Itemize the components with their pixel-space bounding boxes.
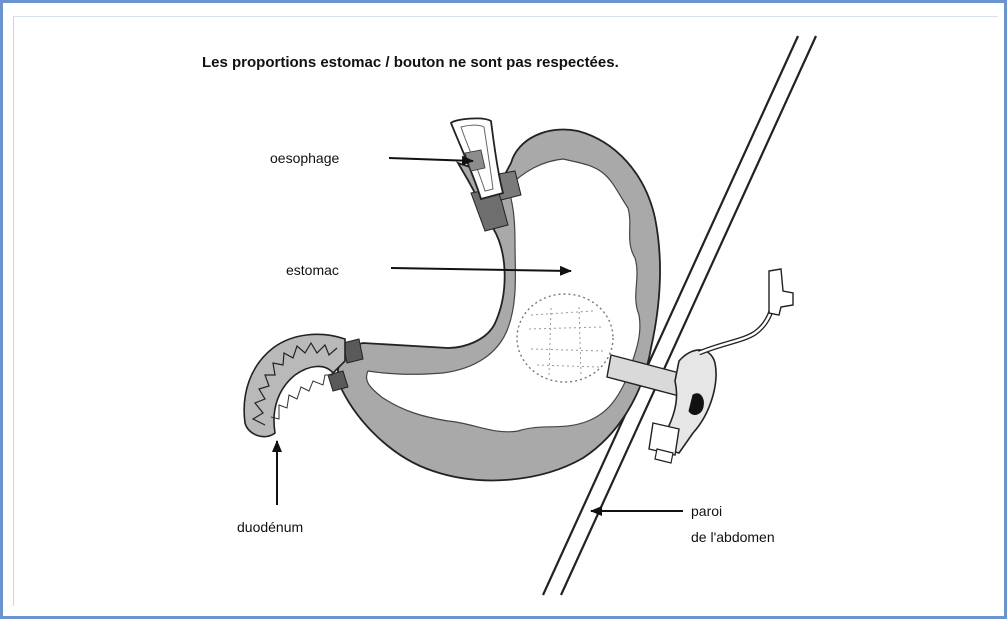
label-paroi-line2: de l'abdomen — [691, 529, 775, 545]
duodenum — [244, 334, 345, 436]
label-oesophage: oesophage — [270, 150, 340, 166]
extension-cap — [769, 269, 793, 315]
label-paroi-line1: paroi — [691, 503, 722, 519]
extension-tube-inner — [699, 273, 775, 353]
duodenum-outer-wall — [244, 334, 345, 436]
esophagus — [451, 118, 503, 199]
stomach-button-diagram: Les proportions estomac / bouton ne sont… — [3, 3, 1007, 619]
arrow-oesophage — [389, 158, 473, 161]
pylorus-band-upper — [343, 339, 363, 363]
label-estomac: estomac — [286, 262, 339, 278]
diagram-title: Les proportions estomac / bouton ne sont… — [202, 54, 619, 71]
label-duodenum: duodénum — [237, 519, 303, 535]
